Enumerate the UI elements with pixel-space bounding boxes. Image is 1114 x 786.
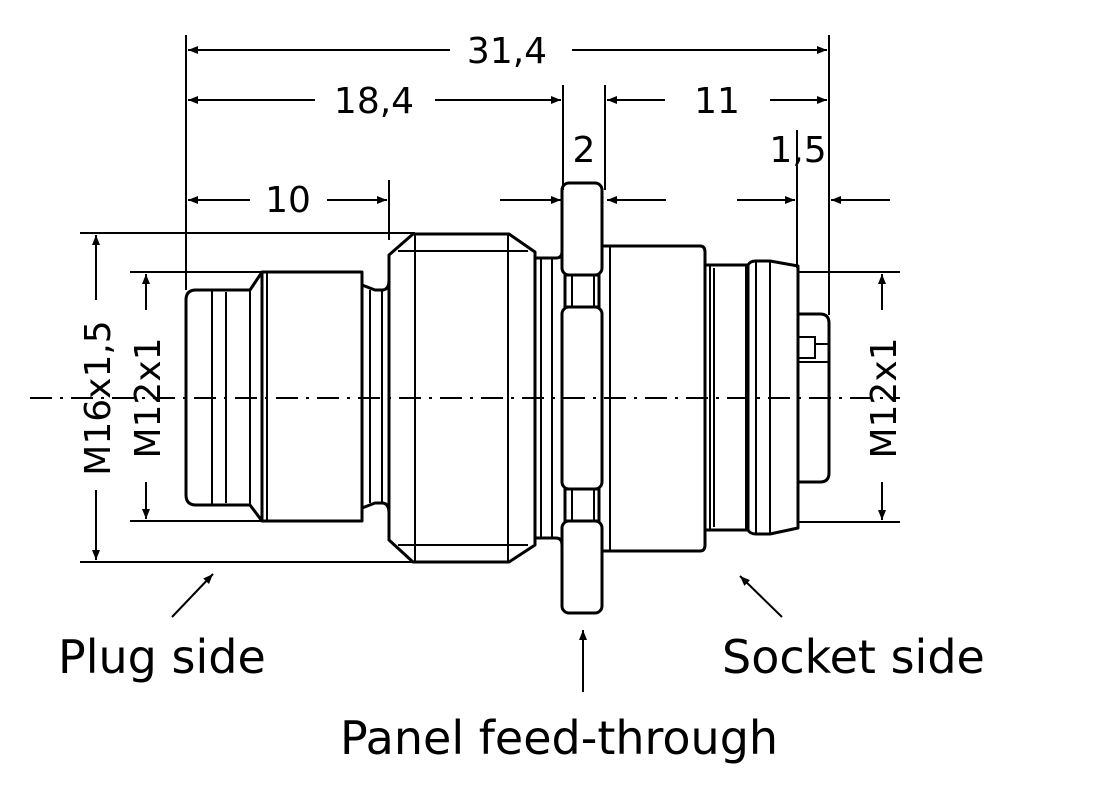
extension-lines (80, 35, 900, 563)
plug-nose (184, 270, 264, 523)
svg-text:10: 10 (265, 180, 311, 221)
svg-text:31,4: 31,4 (467, 31, 547, 72)
dimension-overall: 31,4 (188, 31, 827, 72)
svg-text:11: 11 (694, 81, 740, 122)
socket-body (602, 244, 800, 553)
dimension-plug-to-panel: 18,4 (188, 81, 561, 122)
dimension-nut: 2 (500, 130, 666, 204)
socket-pin (798, 312, 831, 484)
plug-side-arrow (171, 573, 214, 618)
plug-side-label: Plug side (58, 630, 266, 684)
dimension-plug-thread-length: 10 (188, 180, 387, 221)
main-body (387, 232, 564, 564)
dimension-panel-to-end: 11 (607, 81, 827, 122)
dimension-body-thread: M16x1,5 (78, 235, 119, 560)
svg-text:M16x1,5: M16x1,5 (78, 320, 119, 475)
svg-text:2: 2 (573, 130, 596, 171)
dimension-plug-thread: M12x1 (128, 274, 169, 519)
dimension-socket-thread: M12x1 (864, 274, 905, 520)
panel-nut (560, 181, 604, 615)
panel-label: Panel feed-through (340, 711, 778, 765)
dimension-pin-offset: 1,5 (737, 130, 890, 204)
svg-text:1,5: 1,5 (769, 130, 826, 171)
svg-text:M12x1: M12x1 (128, 337, 169, 458)
svg-text:18,4: 18,4 (334, 81, 414, 122)
socket-side-arrow (739, 575, 783, 618)
svg-text:M12x1: M12x1 (864, 337, 905, 458)
socket-side-label: Socket side (722, 630, 985, 684)
